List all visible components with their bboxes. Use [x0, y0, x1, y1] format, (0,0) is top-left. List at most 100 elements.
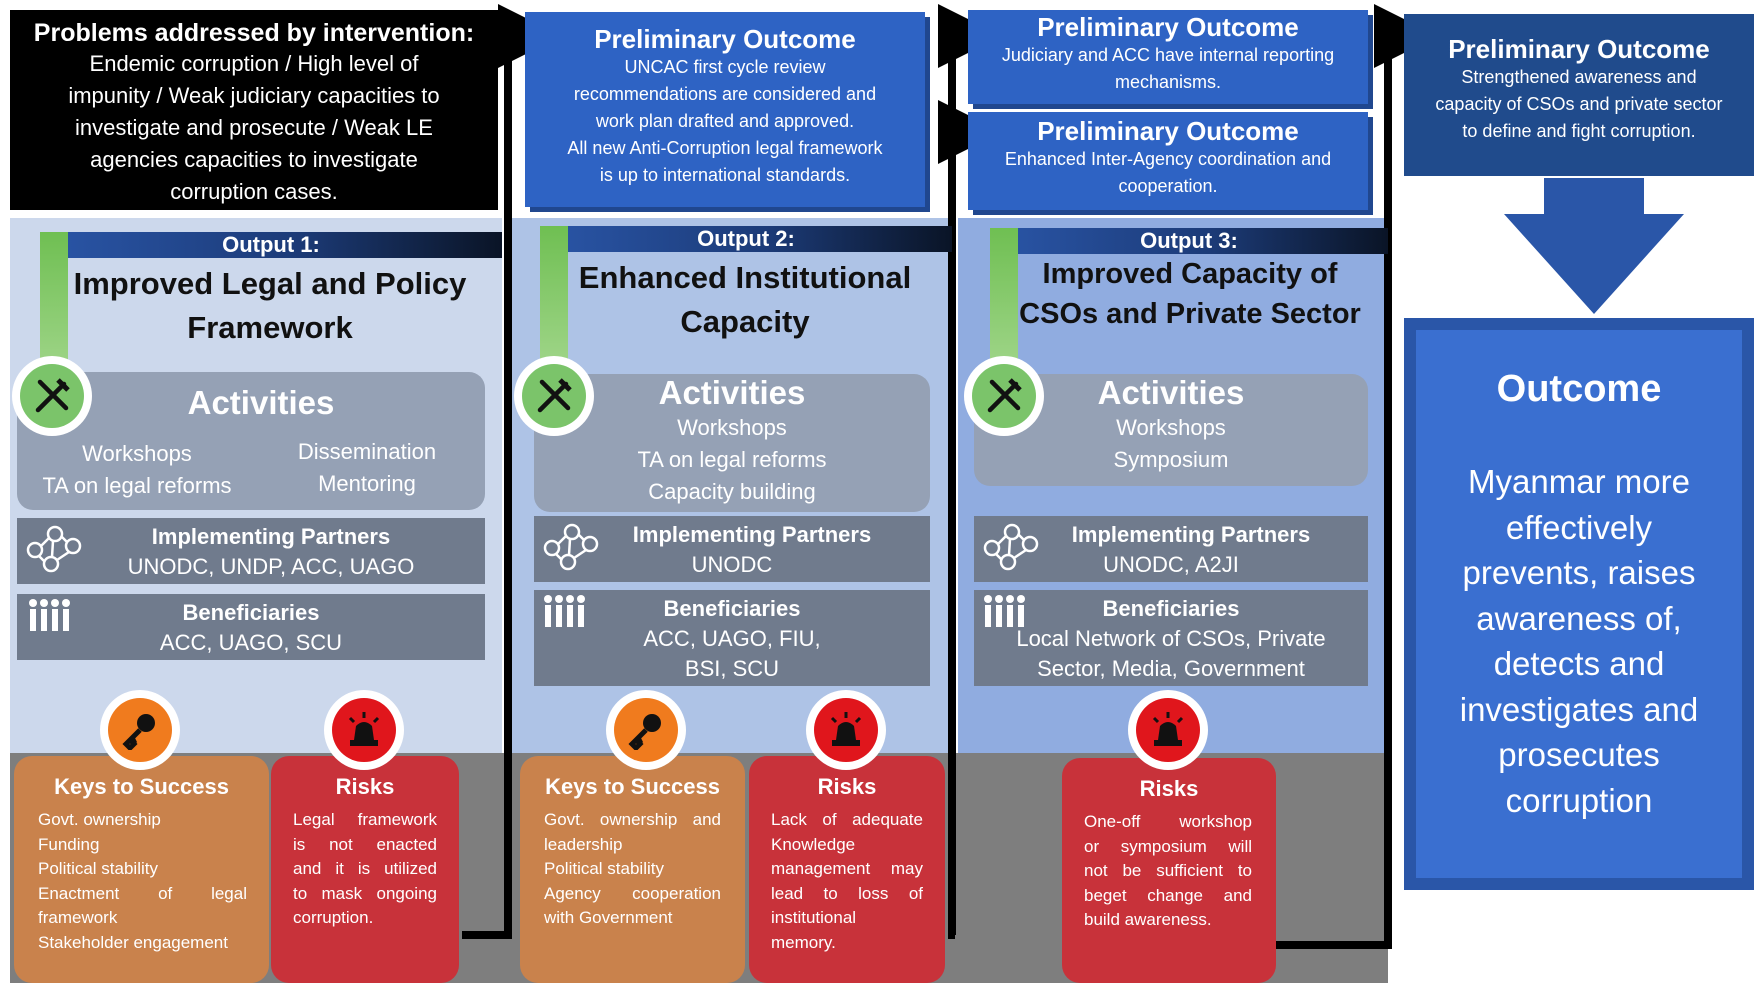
beneficiaries-heading: Beneficiaries	[1102, 596, 1240, 621]
activity-item: TA on legal reforms	[42, 473, 232, 498]
network-icon	[543, 523, 599, 571]
output-2-tools-badge	[514, 356, 594, 436]
key-item: Govt. ownership and	[544, 810, 721, 829]
keys-heading: Keys to Success	[54, 774, 229, 799]
problem-line: investigate and prosecute / Weak LE	[75, 115, 433, 140]
down-arrow-icon	[1504, 178, 1684, 314]
network-icon	[983, 523, 1039, 571]
preliminary-outcome-title: Preliminary Outcome	[1448, 34, 1710, 64]
keys-heading: Keys to Success	[545, 774, 720, 799]
problem-line: agencies capacities to investigate	[90, 147, 418, 172]
key-item: Agency cooperation	[544, 883, 721, 903]
output-1-activities: Activities Workshops TA on legal reforms…	[17, 372, 485, 510]
siren-icon	[830, 712, 862, 746]
problem-box: Problems addressed by intervention: Ende…	[10, 10, 498, 210]
activities-list: Dissemination Mentoring	[267, 436, 467, 500]
preliminary-outcome-2: Preliminary Outcome Judiciary and ACC ha…	[968, 10, 1368, 104]
output-title-line: Framework	[187, 310, 353, 345]
people-icon	[984, 595, 1025, 627]
outcome-line: awareness of,	[1476, 599, 1682, 637]
risk-item: build awareness.	[1084, 910, 1212, 929]
tools-icon	[35, 378, 70, 413]
key-item: Political stability	[38, 859, 158, 878]
risk-item: to mask ongoing	[293, 883, 437, 903]
risk-item: is not enacted	[293, 834, 437, 854]
activity-item: Symposium	[1113, 447, 1229, 472]
output-1-partners: Implementing Partners UNODC, UNDP, ACC, …	[17, 518, 485, 584]
output-2-label: Output 2:	[540, 226, 952, 252]
outcome-line: Myanmar more	[1468, 463, 1690, 500]
output-title-line: Enhanced Institutional	[578, 260, 912, 295]
output-3-risks: Risks One-off workshop or symposium will…	[1062, 758, 1276, 983]
output-title-line: Improved Capacity of	[1042, 258, 1338, 290]
output-2-partners: Implementing Partners UNODC	[534, 516, 930, 582]
risks-heading: Risks	[817, 774, 877, 799]
outcome-line: investigates and	[1459, 690, 1699, 728]
outcome-box: Outcome Myanmar more effectively prevent…	[1404, 318, 1754, 890]
partners-heading: Implementing Partners	[632, 522, 872, 547]
activity-item: Workshops	[1116, 415, 1226, 440]
output-1-title: Improved Legal and Policy Framework	[60, 262, 480, 350]
outcome-line: corruption	[1505, 781, 1653, 819]
key-item: leadership	[544, 834, 623, 854]
preliminary-outcome-line: work plan drafted and approved.	[595, 111, 855, 131]
risk-item: Lack of adequate	[771, 810, 923, 829]
problem-line: corruption cases.	[170, 179, 338, 204]
key-item: Stakeholder engagement	[38, 932, 228, 952]
output-2-key-badge	[606, 690, 686, 770]
activity-item: Workshops	[82, 441, 192, 466]
beneficiaries-heading: Beneficiaries	[663, 596, 801, 621]
partners-value: UNODC	[691, 552, 773, 577]
output-3-partners: Implementing Partners UNODC, A2JI	[974, 516, 1368, 582]
preliminary-outcome-4: Preliminary Outcome Strengthened awarene…	[1404, 14, 1754, 176]
beneficiaries-heading: Beneficiaries	[182, 600, 320, 625]
tools-icon	[987, 378, 1022, 413]
activities-list: Workshops TA on legal reforms	[37, 438, 237, 502]
risk-item: lead to loss of	[771, 883, 923, 903]
risk-item: Legal framework	[293, 810, 437, 829]
risk-item: and it is utilized	[293, 859, 437, 878]
risk-item: corruption.	[293, 908, 374, 927]
preliminary-outcome-line: Judiciary and ACC have internal reportin…	[1001, 45, 1335, 65]
output-3-beneficiaries: Beneficiaries Local Network of CSOs, Pri…	[974, 590, 1368, 686]
beneficiaries-value: ACC, UAGO, FIU,	[643, 626, 821, 651]
key-item: with Government	[544, 908, 673, 927]
activity-item: TA on legal reforms	[637, 447, 827, 472]
preliminary-outcome-line: Enhanced Inter-Agency coordination and	[1004, 149, 1332, 169]
output-1-risks: Risks Legal framework is not enacted and…	[271, 756, 459, 983]
beneficiaries-value: BSI, SCU	[684, 656, 780, 681]
output-3-alarm-badge	[1128, 690, 1208, 770]
beneficiaries-value: ACC, UAGO, SCU	[159, 630, 343, 655]
problem-title: Problems addressed by intervention:	[33, 19, 475, 47]
outcome-line: effectively	[1505, 508, 1653, 546]
risk-item: Knowledge	[771, 834, 856, 854]
activities-heading: Activities	[187, 384, 335, 421]
preliminary-outcome-line: UNCAC first cycle review	[624, 57, 826, 77]
output-1-keys-to-success: Keys to Success Govt. ownership Funding …	[14, 756, 269, 983]
risk-item: not be sufficient to	[1084, 861, 1252, 880]
preliminary-outcome-line: mechanisms.	[1114, 72, 1222, 92]
outcome-line: prosecutes	[1498, 736, 1660, 773]
outcome-line: prevents, raises	[1462, 554, 1696, 591]
siren-icon	[348, 712, 380, 746]
output-2-keys-to-success: Keys to Success Govt. ownership and lead…	[520, 756, 745, 983]
activity-item: Capacity building	[648, 479, 816, 504]
output-title-line: CSOs and Private Sector	[1019, 298, 1361, 330]
partners-value: UNODC, A2JI	[1103, 552, 1239, 577]
output-2-beneficiaries: Beneficiaries ACC, UAGO, FIU, BSI, SCU	[534, 590, 930, 686]
outcome-line: detects and	[1493, 645, 1665, 682]
risk-item: or symposium will	[1084, 836, 1252, 856]
output-2-activities: Activities Workshops TA on legal reforms…	[534, 374, 930, 512]
beneficiaries-value: Local Network of CSOs, Private	[1016, 626, 1326, 651]
preliminary-outcome-line: recommendations are considered and	[573, 84, 877, 104]
people-icon	[544, 595, 585, 627]
activity-item: Mentoring	[318, 471, 416, 496]
key-item: Enactment of legal	[38, 883, 247, 903]
output-2-alarm-badge	[806, 690, 886, 770]
activities-heading: Activities	[1097, 374, 1245, 411]
siren-icon	[1152, 712, 1184, 746]
beneficiaries-value: Sector, Media, Government	[1037, 656, 1305, 681]
risk-item: beget change and	[1084, 885, 1252, 905]
output-title-line: Improved Legal and Policy	[73, 266, 467, 301]
preliminary-outcome-line: cooperation.	[1118, 176, 1218, 196]
